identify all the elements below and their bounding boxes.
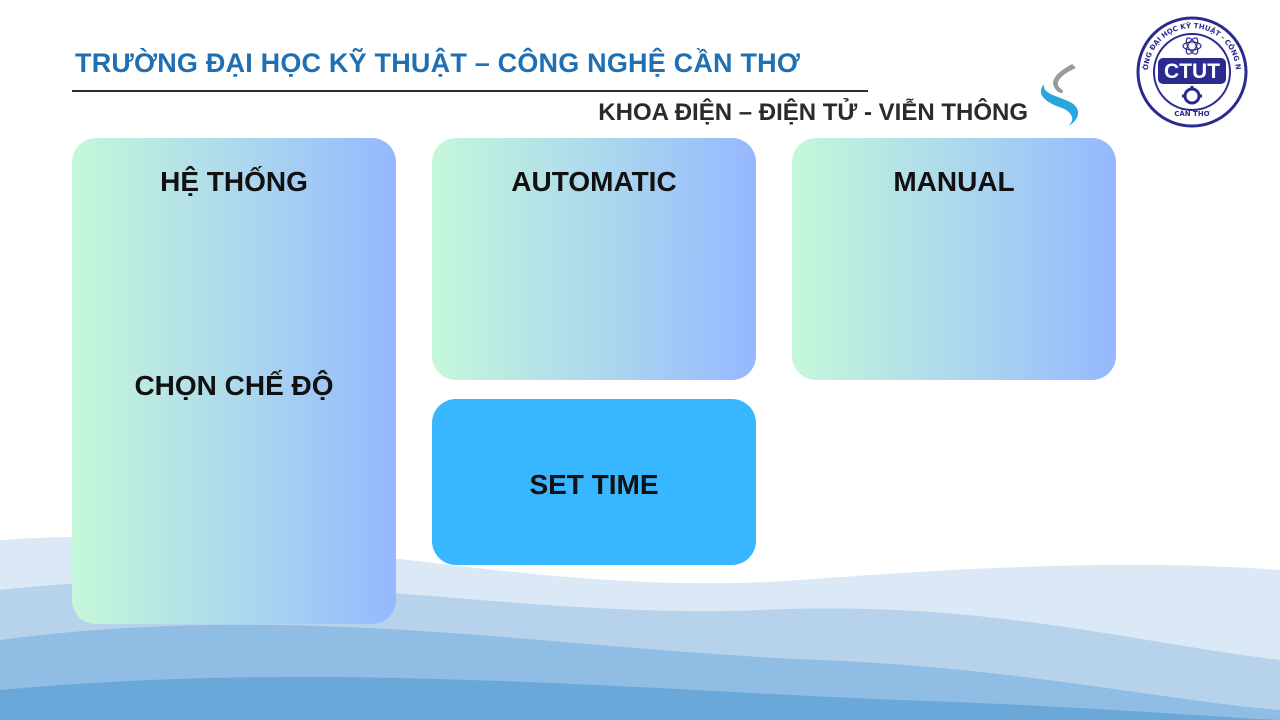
system-mode-panel[interactable]: HỆ THỐNG CHỌN CHẾ ĐỘ bbox=[72, 138, 396, 624]
system-title: HỆ THỐNG bbox=[160, 166, 308, 197]
manual-mode-button[interactable]: MANUAL bbox=[792, 138, 1116, 380]
university-title: TRƯỜNG ĐẠI HỌC KỸ THUẬT – CÔNG NGHỆ CẦN … bbox=[75, 48, 801, 78]
logo-bottom-text: CẦN THƠ bbox=[1174, 108, 1210, 118]
ctut-logo: TRƯỜNG ĐẠI HỌC KỸ THUẬT - CÔNG NGHỆ CTUT… bbox=[1134, 16, 1248, 128]
mode-select-label: CHỌN CHẾ ĐỘ bbox=[134, 370, 334, 401]
atom-icon bbox=[1182, 37, 1202, 55]
set-time-label: SET TIME bbox=[529, 469, 659, 500]
swoosh-logo-icon bbox=[1040, 64, 1079, 126]
set-time-button[interactable]: SET TIME bbox=[432, 399, 756, 565]
header-divider bbox=[72, 90, 868, 92]
automatic-mode-button[interactable]: AUTOMATIC bbox=[432, 138, 756, 380]
logo-text: CTUT bbox=[1164, 60, 1220, 83]
manual-label: MANUAL bbox=[893, 166, 1015, 197]
automatic-label: AUTOMATIC bbox=[511, 166, 677, 197]
gear-icon bbox=[1182, 86, 1202, 105]
faculty-subtitle: KHOA ĐIỆN – ĐIỆN TỬ - VIỄN THÔNG bbox=[598, 99, 1028, 126]
